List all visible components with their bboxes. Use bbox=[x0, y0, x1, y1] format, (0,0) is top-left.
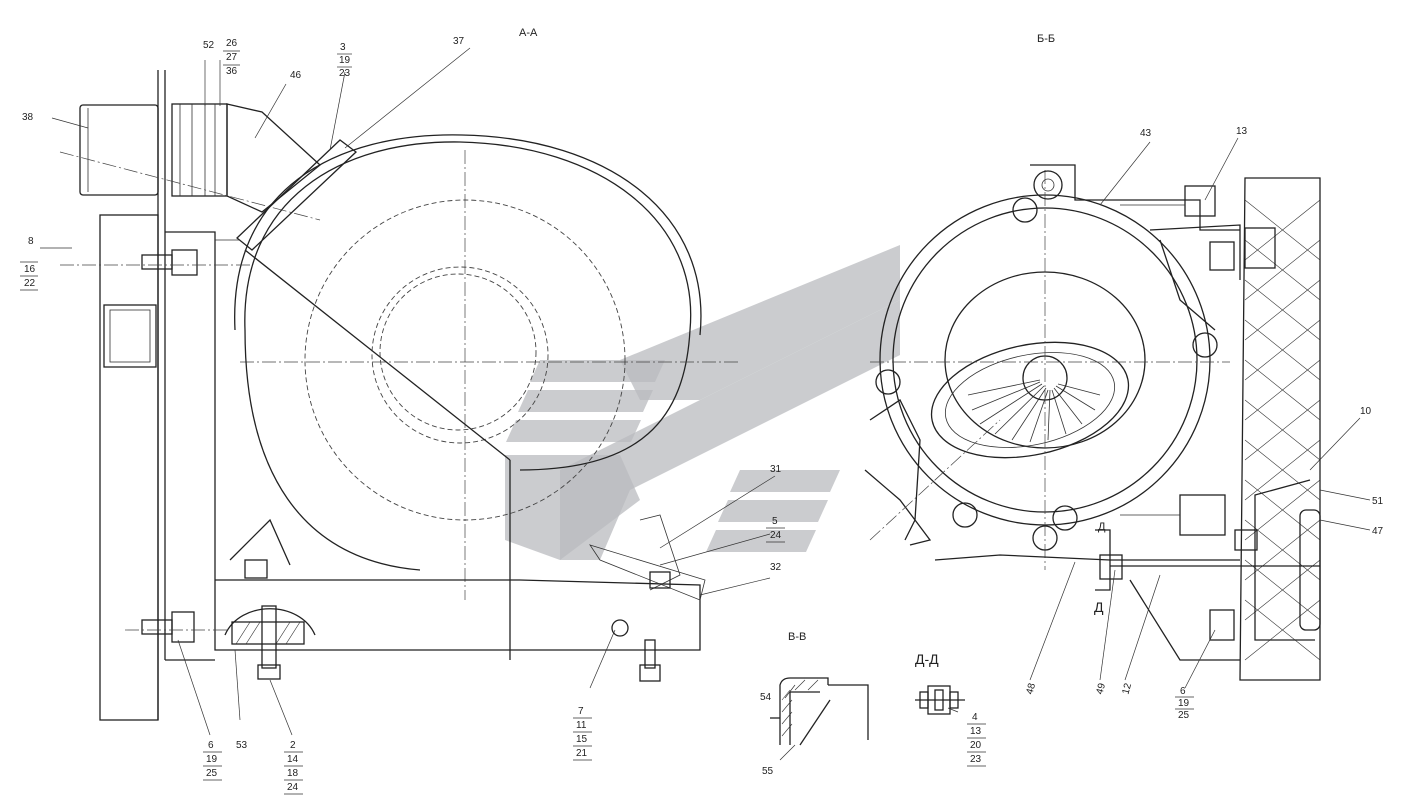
callout-24-b: 24 bbox=[287, 782, 299, 793]
callout-36: 36 bbox=[226, 66, 238, 77]
callout-16: 16 bbox=[24, 264, 36, 275]
callout-19-c: 19 bbox=[1178, 698, 1190, 709]
section-d-marker-top: Д bbox=[1098, 521, 1106, 533]
callout-26: 26 bbox=[226, 38, 238, 49]
callout-6-b: 6 bbox=[1180, 686, 1186, 697]
callout-54: 54 bbox=[760, 692, 772, 703]
callout-4: 4 bbox=[972, 712, 978, 723]
callout-15: 15 bbox=[576, 734, 588, 745]
callout-13-a: 13 bbox=[970, 726, 982, 737]
callout-10: 10 bbox=[1360, 406, 1372, 417]
callout-27: 27 bbox=[226, 52, 238, 63]
callout-48: 48 bbox=[1025, 682, 1039, 696]
section-vv-title: В-В bbox=[788, 631, 806, 643]
callout-20: 20 bbox=[970, 740, 982, 751]
callout-22: 22 bbox=[24, 278, 36, 289]
callout-14: 14 bbox=[287, 754, 299, 765]
callout-labels: 52 26 27 36 3 19 23 37 46 38 8 16 22 31 … bbox=[20, 36, 1384, 795]
section-dd-view bbox=[915, 685, 965, 715]
callout-25-b: 25 bbox=[1178, 710, 1190, 721]
callout-25-a: 25 bbox=[206, 768, 218, 779]
callout-19-a: 19 bbox=[339, 55, 351, 66]
callout-52: 52 bbox=[203, 40, 215, 51]
callout-13-b: 13 bbox=[1236, 126, 1248, 137]
callout-47: 47 bbox=[1372, 526, 1384, 537]
callout-18: 18 bbox=[287, 768, 299, 779]
callout-24-a: 24 bbox=[770, 530, 782, 541]
callout-7: 7 bbox=[578, 706, 584, 717]
callout-6-a: 6 bbox=[208, 740, 214, 751]
callout-2: 2 bbox=[290, 740, 296, 751]
section-d-marker-bottom: Д bbox=[1094, 599, 1104, 615]
section-bb-title: Б-Б bbox=[1037, 33, 1055, 45]
leader-lines bbox=[40, 47, 1371, 761]
watermark-logo bbox=[505, 245, 900, 560]
callout-23-b: 23 bbox=[970, 754, 982, 765]
callout-8: 8 bbox=[28, 236, 34, 247]
callout-51: 51 bbox=[1372, 496, 1384, 507]
callout-23-a: 23 bbox=[339, 68, 351, 79]
callout-55: 55 bbox=[762, 766, 774, 777]
callout-31: 31 bbox=[770, 464, 782, 475]
callout-46: 46 bbox=[290, 70, 302, 81]
callout-53: 53 bbox=[236, 740, 248, 751]
callout-38: 38 bbox=[22, 112, 34, 123]
callout-37: 37 bbox=[453, 36, 465, 47]
callout-5: 5 bbox=[772, 516, 778, 527]
section-bb-view bbox=[864, 164, 1321, 681]
callout-32: 32 bbox=[770, 562, 782, 573]
callout-19-b: 19 bbox=[206, 754, 218, 765]
callout-21: 21 bbox=[576, 748, 588, 759]
callout-3: 3 bbox=[340, 42, 346, 53]
callout-12: 12 bbox=[1121, 682, 1135, 696]
section-dd-title: Д-Д bbox=[915, 651, 939, 667]
callout-49: 49 bbox=[1095, 682, 1109, 696]
callout-43: 43 bbox=[1140, 128, 1152, 139]
section-aa-title: А-А bbox=[519, 27, 538, 39]
section-vv-view bbox=[770, 677, 869, 746]
callout-11: 11 bbox=[576, 720, 587, 731]
section-aa-view bbox=[59, 70, 740, 721]
